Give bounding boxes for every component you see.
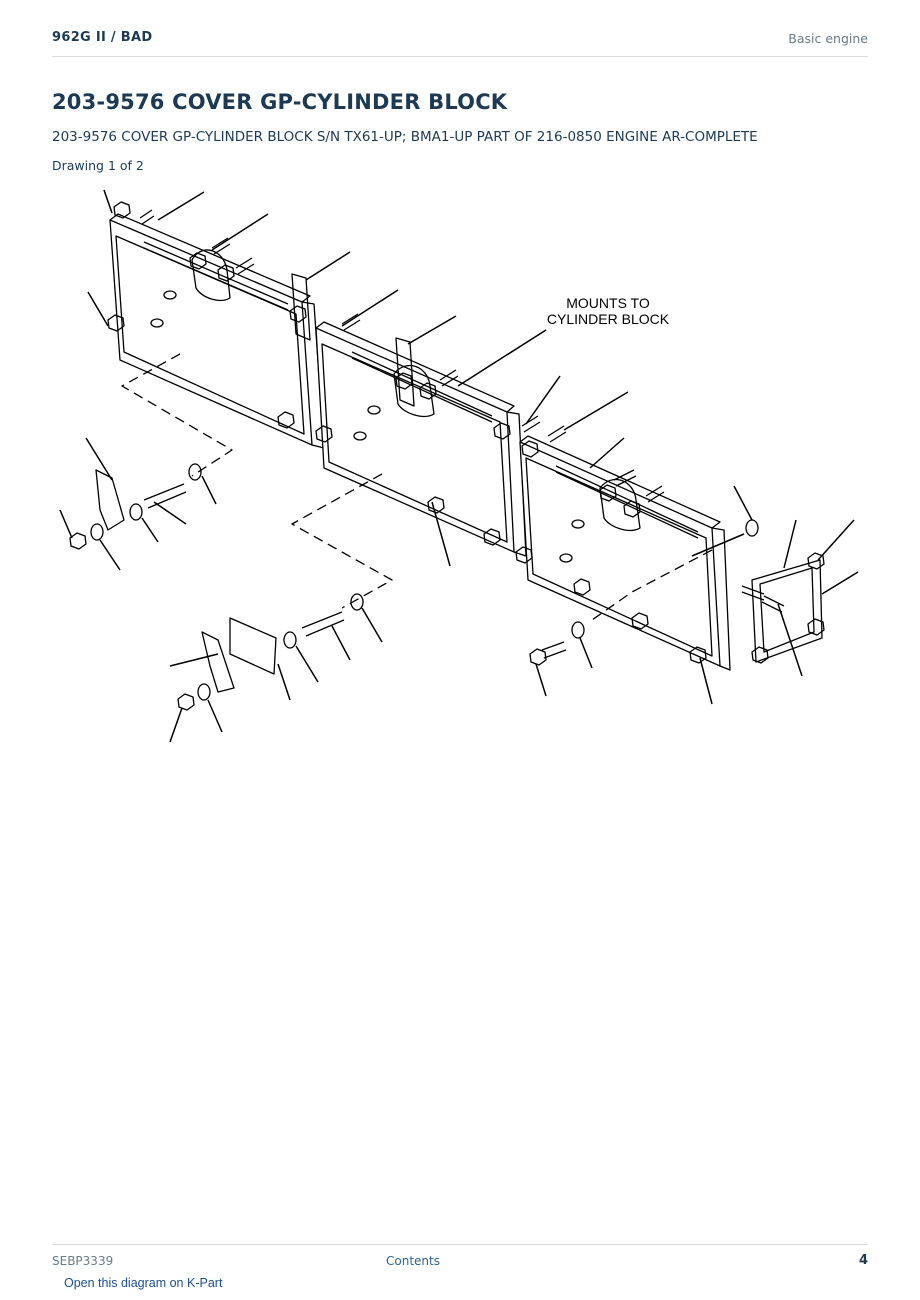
kpart-link[interactable]: Open this diagram on K-Part (64, 1276, 223, 1290)
section-name: Basic engine (788, 31, 868, 46)
diagram-annotation: CYLINDER BLOCK (547, 311, 670, 327)
drawing-label: Drawing 1 of 2 (52, 158, 144, 173)
exploded-parts-diagram: MOUNTS TO CYLINDER BLOCK (59, 189, 859, 743)
end-plate (751, 559, 823, 663)
document-id: SEBP3339 (52, 1254, 114, 1268)
cover-plate (109, 213, 325, 449)
diagram-annotation: MOUNTS TO (566, 295, 650, 311)
page-footer: SEBP3339 Contents 4 (52, 1244, 868, 1275)
assembly-guide-lines (121, 353, 713, 621)
page-header: 962G II / BAD Basic engine (52, 0, 868, 57)
page-number: 4 (858, 1253, 868, 1268)
contents-link[interactable]: Contents (386, 1254, 440, 1268)
page-title: 203-9576 COVER GP-CYLINDER BLOCK (52, 90, 508, 114)
page-subtitle: 203-9576 COVER GP-CYLINDER BLOCK S/N TX6… (52, 129, 758, 145)
cover-plate (519, 435, 731, 671)
studs (139, 209, 785, 637)
cover-plate (315, 321, 527, 557)
model-code: 962G II / BAD (52, 30, 153, 45)
callout-leader-lines (59, 189, 859, 743)
hex-bolts (69, 201, 825, 711)
